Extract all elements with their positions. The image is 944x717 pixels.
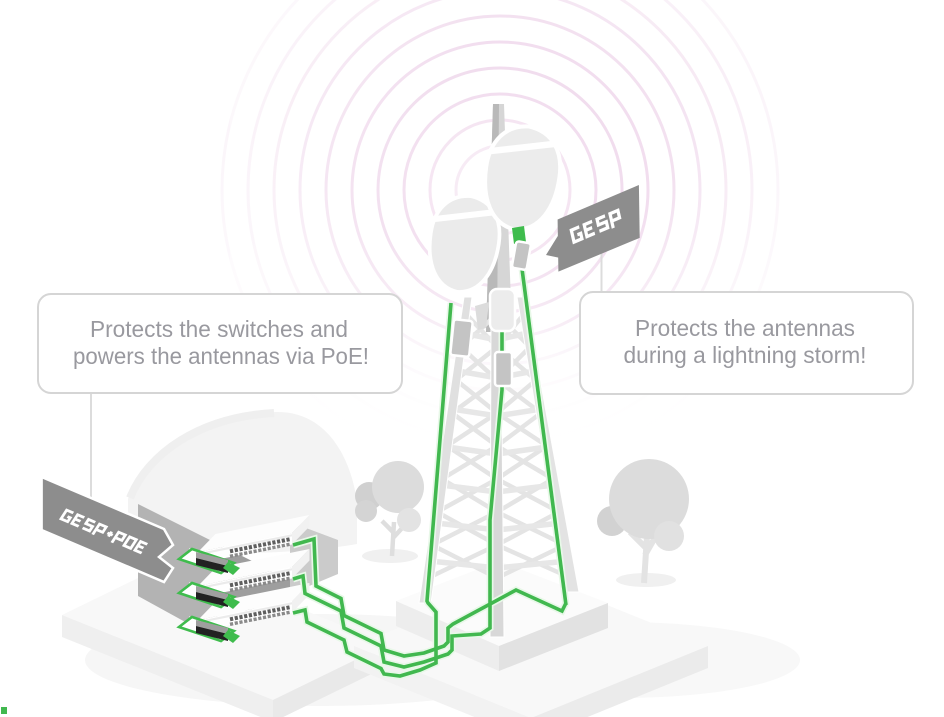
- svg-text:powers the antennas via PoE!: powers the antennas via PoE!: [73, 343, 369, 369]
- svg-text:Protects the antennas: Protects the antennas: [635, 315, 855, 341]
- svg-text:during a lightning storm!: during a lightning storm!: [624, 342, 867, 368]
- svg-text:Protects the switches and: Protects the switches and: [90, 316, 348, 342]
